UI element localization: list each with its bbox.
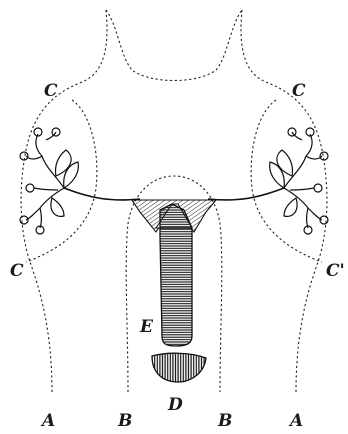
label-c-top-left: C bbox=[44, 81, 58, 101]
label-b-left: B bbox=[117, 411, 132, 431]
label-b-right: B bbox=[217, 411, 232, 431]
stem-e bbox=[160, 204, 192, 346]
left-c-region bbox=[26, 100, 97, 262]
crescent-d bbox=[152, 353, 206, 382]
right-duct bbox=[208, 188, 284, 200]
label-a-right: A bbox=[288, 411, 303, 431]
right-c-region bbox=[251, 100, 322, 262]
label-e: E bbox=[139, 317, 154, 337]
right-gland-cluster bbox=[270, 128, 328, 234]
label-c-lower-left: C bbox=[10, 261, 24, 281]
label-d: D bbox=[167, 395, 183, 415]
label-a-left: A bbox=[40, 411, 55, 431]
left-duct bbox=[64, 188, 140, 200]
label-c-top-right: C bbox=[292, 81, 306, 101]
label-c-lower-right: C' bbox=[326, 261, 345, 281]
left-gland-cluster bbox=[20, 128, 78, 234]
